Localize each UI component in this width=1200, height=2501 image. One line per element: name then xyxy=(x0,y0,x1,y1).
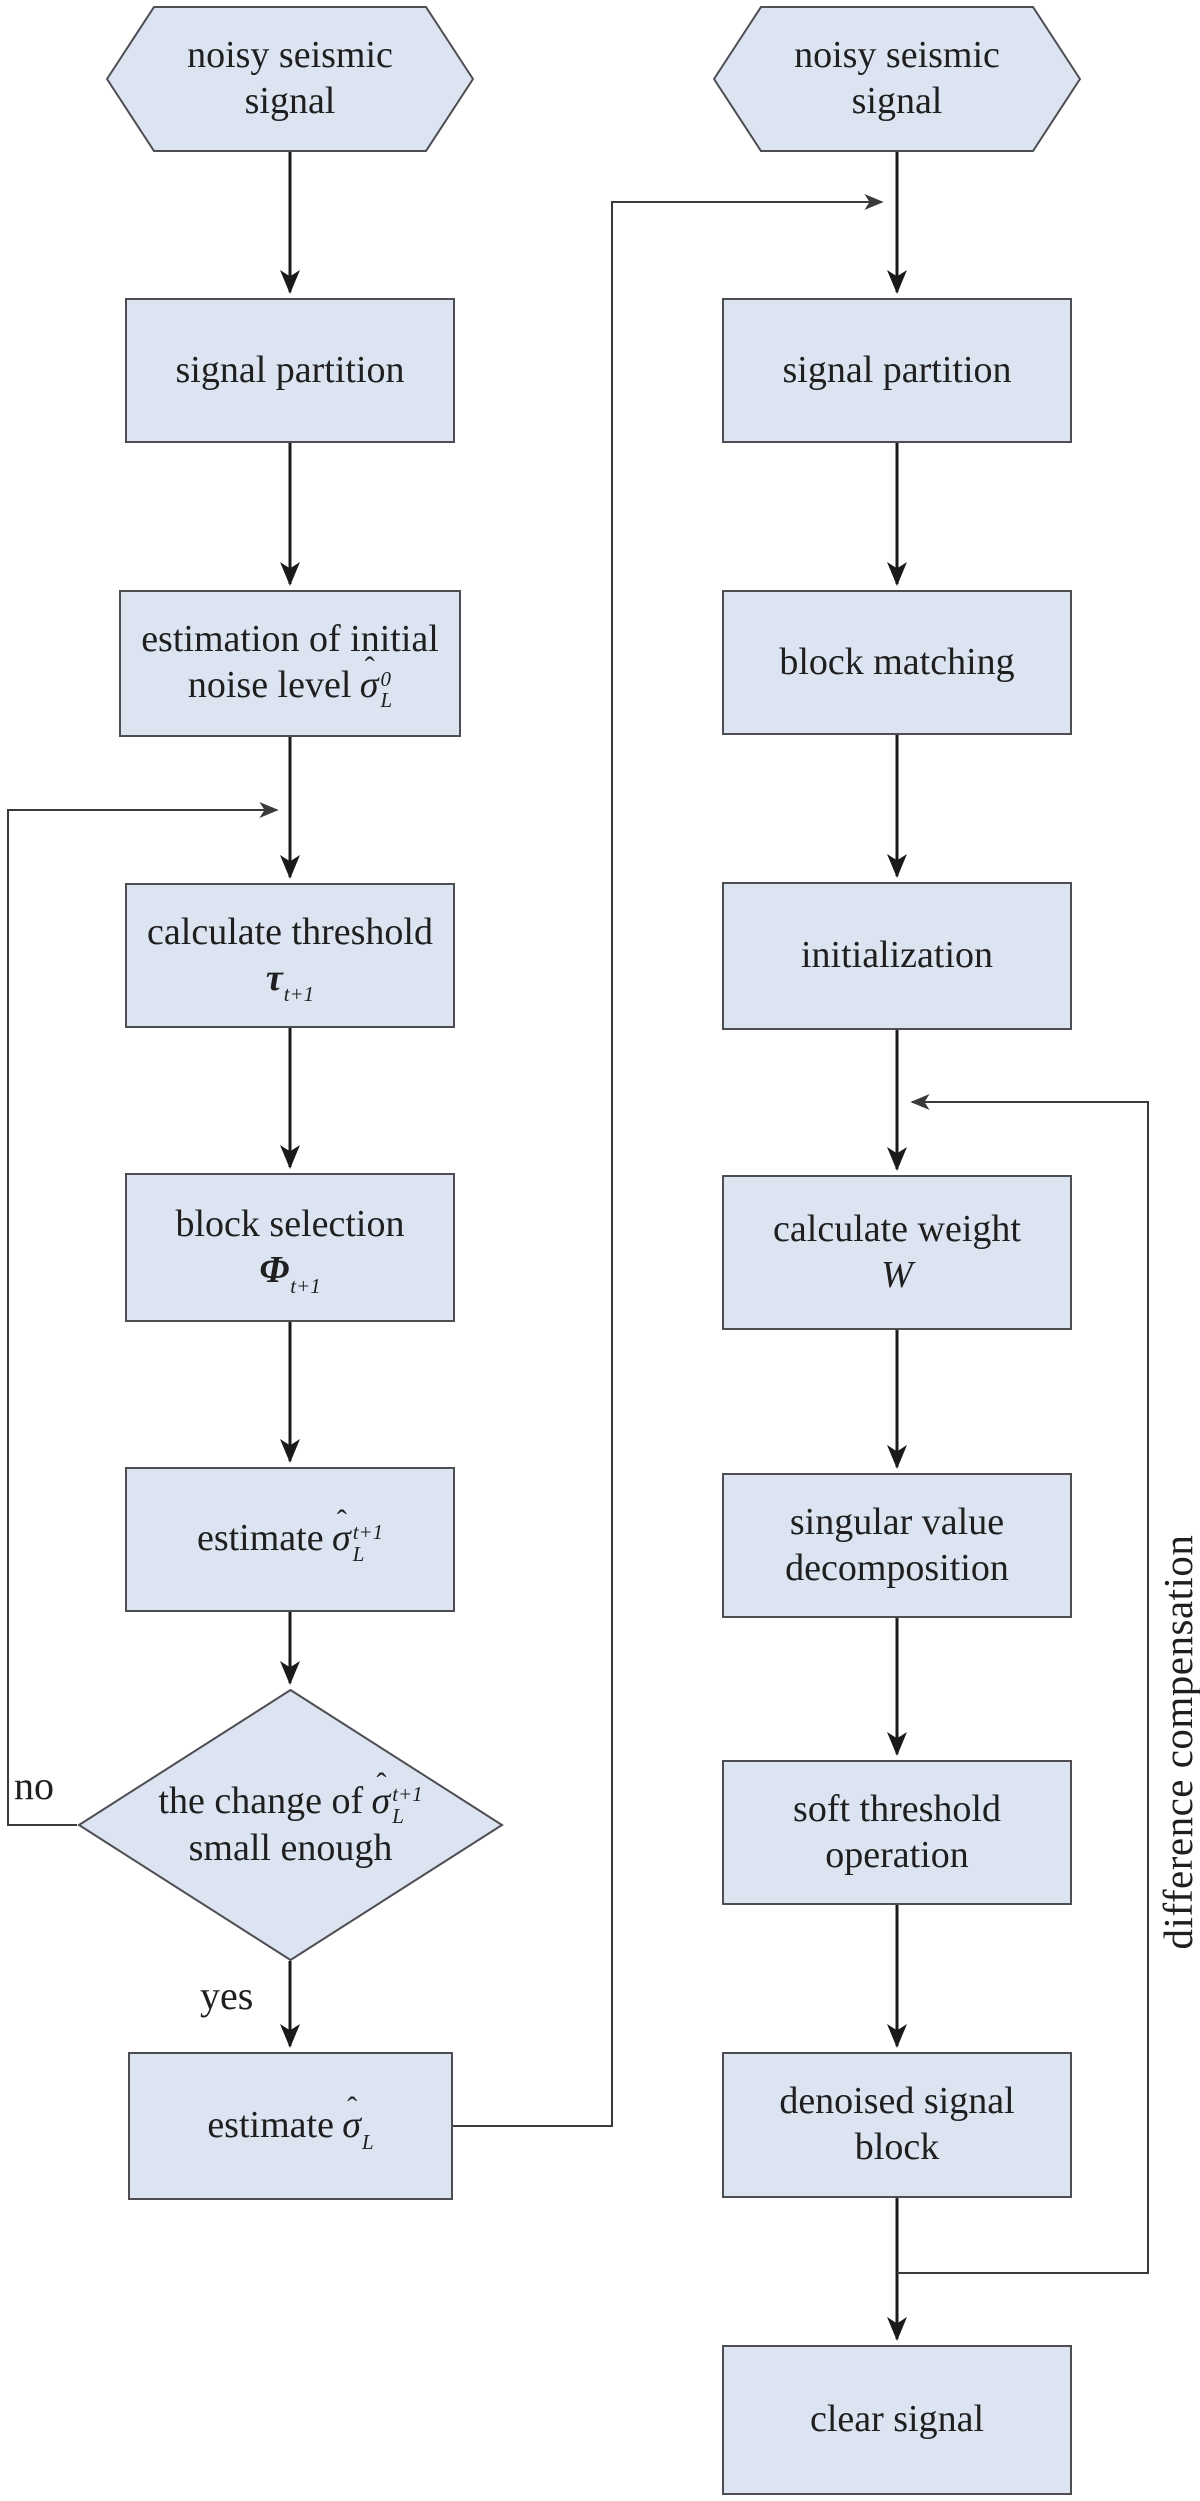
node-label: calculate threshold τt+1 xyxy=(147,910,433,1006)
flow-node-calculate-weight: calculate weight W xyxy=(722,1175,1072,1330)
weight-symbol: W xyxy=(881,1253,913,1296)
node-label: denoised signal block xyxy=(779,2079,1014,2170)
sigma-symbol: σ xyxy=(342,2104,362,2147)
subscript: t+1 xyxy=(283,981,315,1006)
flow-node-clear-signal: clear signal xyxy=(722,2345,1072,2495)
node-label: soft threshold operation xyxy=(793,1787,1001,1878)
node-label: signal partition xyxy=(175,348,404,394)
yes-branch-label: yes xyxy=(200,1973,254,2018)
label-line: block xyxy=(854,2126,940,2168)
node-label: initialization xyxy=(801,933,993,979)
node-label: signal partition xyxy=(782,348,1011,394)
flow-node-signal-partition-left: signal partition xyxy=(125,298,455,443)
label-line: estimation of initial xyxy=(141,618,439,661)
label-line: decomposition xyxy=(785,1546,1009,1589)
flow-node-initialization: initialization xyxy=(722,882,1072,1030)
label-line: denoised signal xyxy=(779,2080,1015,2123)
flow-node-denoised-signal-block: denoised signal block xyxy=(722,2052,1072,2198)
node-label: calculate weight W xyxy=(773,1207,1021,1298)
hat-accent: ˆ xyxy=(364,650,375,685)
subscript: L xyxy=(362,2129,374,2154)
flow-node-singular-value-decomposition: singular value decomposition xyxy=(722,1473,1072,1618)
label-line: signal xyxy=(244,80,336,122)
hexagon-shape xyxy=(713,6,1081,152)
sigma-symbol: σ xyxy=(371,1779,391,1822)
label-line: block matching xyxy=(779,640,1015,683)
label-line: soft threshold xyxy=(793,1787,1001,1830)
tau-symbol: τ xyxy=(265,956,283,999)
label-line: block selection xyxy=(175,1202,405,1245)
difference-compensation-loop xyxy=(897,1094,1149,2274)
node-label: clear signal xyxy=(810,2397,984,2443)
label-line: operation xyxy=(825,1833,969,1876)
sigma-symbol: σ xyxy=(359,663,379,706)
subscript: L xyxy=(352,1541,365,1566)
label-line: calculate weight xyxy=(773,1207,1021,1250)
label-line: the change of xyxy=(158,1779,364,1822)
sigma-symbol: σ xyxy=(331,1516,351,1559)
label-line: noise level xyxy=(187,663,352,706)
hat-accent: ˆ xyxy=(347,2091,358,2126)
flow-node-signal-partition-right: signal partition xyxy=(722,298,1072,443)
hexagon-shape xyxy=(106,6,474,152)
flow-node-block-matching: block matching xyxy=(722,590,1072,735)
subscript: L xyxy=(380,688,393,713)
label-line: signal partition xyxy=(175,348,405,391)
label-line: small enough xyxy=(188,1826,393,1869)
flow-node-calculate-threshold: calculate threshold τt+1 xyxy=(125,883,455,1028)
diamond-shape xyxy=(77,1689,504,1961)
hat-accent: ˆ xyxy=(336,1504,347,1539)
flow-node-noisy-seismic-signal-right: noisy seismic signal xyxy=(713,6,1081,152)
label-line: signal partition xyxy=(782,348,1012,391)
node-label: block selection Φt+1 xyxy=(175,1202,405,1298)
superscript: 0 xyxy=(380,666,391,691)
node-label: block matching xyxy=(779,640,1014,686)
label-line: singular value xyxy=(789,1500,1005,1543)
difference-compensation-label: difference compensation xyxy=(1155,1534,1200,1950)
label-line: clear signal xyxy=(809,2398,985,2441)
no-branch-label: no xyxy=(14,1763,54,1808)
node-label: singular value decomposition xyxy=(785,1500,1009,1591)
label-line: calculate threshold xyxy=(147,910,433,953)
no-feedback-connector xyxy=(7,802,279,1826)
label-line: noisy seismic xyxy=(187,34,393,77)
phi-symbol: Φ xyxy=(259,1248,290,1291)
label-line: initialization xyxy=(800,934,994,977)
label-line: estimate xyxy=(196,1516,324,1559)
label-line: estimate xyxy=(207,2104,334,2147)
node-label: noisy seismic signal xyxy=(794,33,1000,124)
flow-node-soft-threshold-operation: soft threshold operation xyxy=(722,1760,1072,1905)
node-label: noisy seismic signal xyxy=(187,33,393,124)
superscript: t+1 xyxy=(352,1519,384,1544)
subscript: t+1 xyxy=(290,1273,321,1298)
label-line: noisy seismic xyxy=(794,34,1000,77)
flow-node-block-selection: block selection Φt+1 xyxy=(125,1173,455,1322)
superscript: t+1 xyxy=(392,1782,423,1807)
flow-node-noisy-seismic-signal-left: noisy seismic signal xyxy=(106,6,474,152)
subscript: L xyxy=(392,1804,404,1829)
estimate-to-right-column-connector xyxy=(453,194,884,2127)
hat-accent: ˆ xyxy=(376,1766,387,1801)
label-line: signal xyxy=(851,80,943,122)
